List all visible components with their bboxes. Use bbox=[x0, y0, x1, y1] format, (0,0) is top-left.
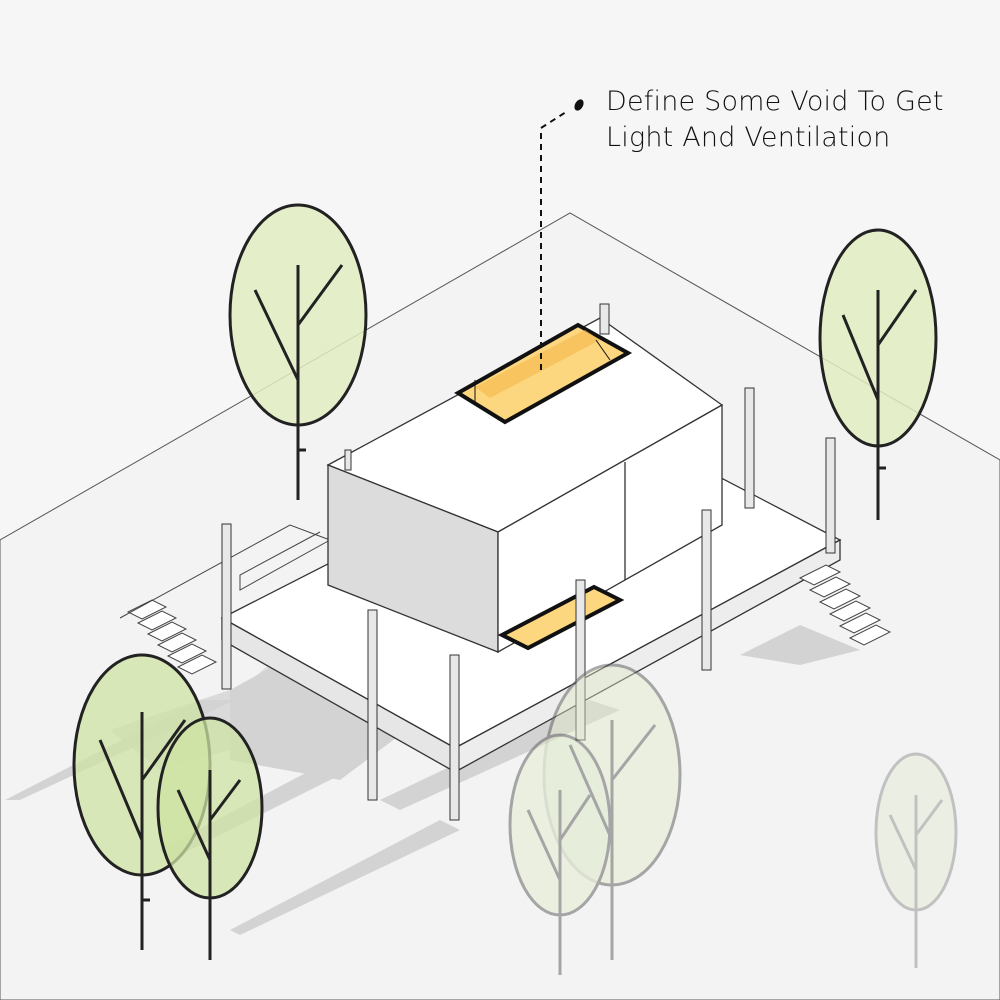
tree-front-center bbox=[508, 663, 682, 975]
garden-edge bbox=[119, 524, 332, 619]
annotation-line-1: Define Some Void To Get bbox=[606, 86, 944, 117]
tree-back-right bbox=[818, 228, 938, 520]
slab-void bbox=[497, 584, 625, 651]
tree-back-left bbox=[228, 203, 368, 500]
upper-volume bbox=[326, 317, 724, 654]
tree-front-left-small bbox=[156, 716, 264, 960]
stairs-right bbox=[798, 564, 892, 646]
columns bbox=[221, 303, 836, 821]
tree-front-right bbox=[874, 752, 958, 968]
annotation-line-2: Light And Ventilation bbox=[606, 122, 891, 153]
stairs-left bbox=[126, 599, 218, 675]
annotation-leader bbox=[540, 99, 584, 370]
roof-void bbox=[454, 322, 633, 425]
void-annotation: Define Some Void To Get Light And Ventil… bbox=[606, 84, 944, 156]
